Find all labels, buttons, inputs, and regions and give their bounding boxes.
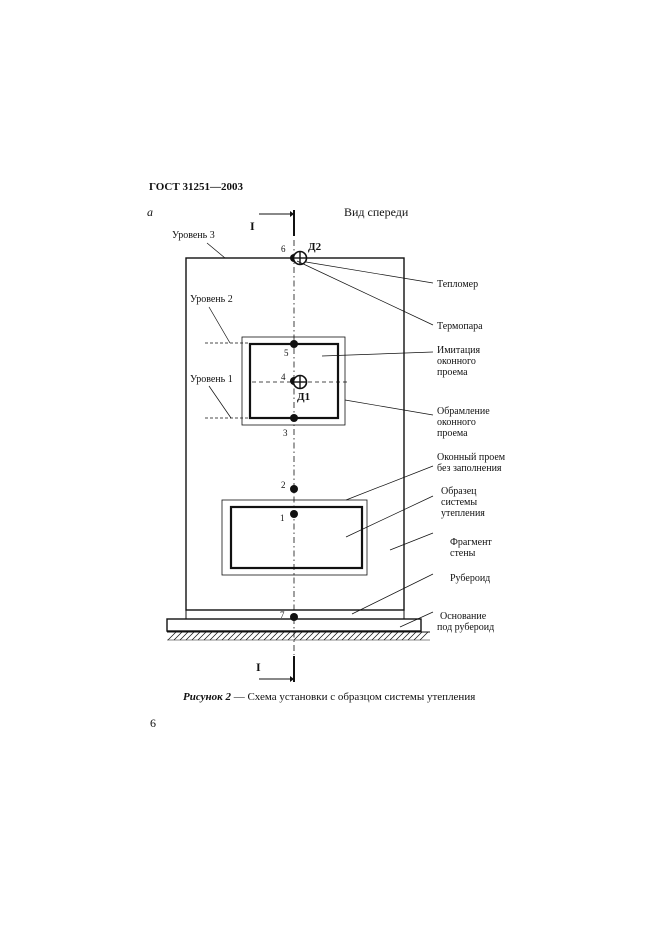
- point-1-label: 1: [280, 513, 285, 523]
- callout-sample-2: системы: [441, 497, 477, 508]
- point-5: [290, 340, 298, 348]
- callout-window-frame-2: оконного: [437, 417, 476, 428]
- point-7: [290, 613, 298, 621]
- lower-window-frame: [221, 499, 368, 576]
- callout-window-opening-1: Оконный проем: [437, 452, 506, 463]
- caption-label: Рисунок 2: [183, 691, 231, 703]
- callout-base-1: Основание: [440, 611, 487, 622]
- callout-base-2: под рубероид: [437, 622, 494, 633]
- level-3-label: Уровень 3: [172, 230, 215, 241]
- callout-window-imitation-1: Имитация: [437, 345, 481, 356]
- point-7-label: 7: [280, 610, 285, 620]
- callout-window-imitation-3: проема: [437, 367, 468, 378]
- sensor-d2-label: Д2: [308, 241, 322, 253]
- sensor-d1-label: Д1: [297, 391, 310, 403]
- page-number: 6: [150, 716, 156, 730]
- callout-thermocouple: Термопара: [437, 321, 483, 332]
- point-6-label: 6: [281, 244, 286, 254]
- callout-window-frame-3: проема: [437, 428, 468, 439]
- wall-fragment: [185, 257, 405, 611]
- section-mark-top: I: [250, 210, 295, 236]
- callout-wall-1: Фрагмент: [450, 537, 492, 548]
- callout-wall-2: стены: [450, 548, 476, 559]
- sensor-d2-icon: [292, 250, 308, 266]
- callout-sample-1: Образец: [441, 486, 477, 497]
- point-4-label: 4: [281, 372, 286, 382]
- section-mark-bottom: I: [256, 656, 295, 682]
- ground-hatch: [167, 631, 430, 641]
- level-2-leader: [208, 306, 231, 344]
- point-3-label: 3: [283, 428, 288, 438]
- callout-heat-meter: Тепломер: [437, 279, 478, 290]
- callout-window-opening-2: без заполнения: [437, 463, 502, 474]
- level-1-leader: [208, 385, 232, 419]
- window-opening: [229, 505, 364, 570]
- point-2-label: 2: [281, 480, 286, 490]
- sensor-d1-icon: [292, 374, 308, 390]
- level-2-label: Уровень 2: [190, 294, 233, 305]
- level-1-label: Уровень 1: [190, 374, 233, 385]
- level-3-leader: [206, 242, 226, 259]
- callout-ruberoid: Рубероид: [450, 573, 490, 584]
- point-1: [290, 510, 298, 518]
- upper-window-frame: [241, 336, 346, 426]
- callout-window-frame-1: Обрамление: [437, 406, 490, 417]
- section-mark-bottom-label: I: [256, 660, 261, 674]
- section-mark-top-label: I: [250, 219, 255, 233]
- callout-window-imitation-2: оконного: [437, 356, 476, 367]
- point-2: [290, 485, 298, 493]
- document-header: ГОСТ 31251—2003: [149, 181, 243, 193]
- callout-sample-3: утепления: [441, 508, 485, 519]
- view-title: Вид спереди: [344, 205, 409, 219]
- caption-text: — Схема установки с образцом системы уте…: [230, 691, 476, 703]
- figure-sublabel: а: [147, 205, 153, 219]
- point-3: [290, 414, 298, 422]
- figure-caption: Рисунок 2 — Схема установки с образцом с…: [183, 691, 475, 703]
- callout-leaders: [296, 260, 434, 628]
- point-5-label: 5: [284, 348, 289, 358]
